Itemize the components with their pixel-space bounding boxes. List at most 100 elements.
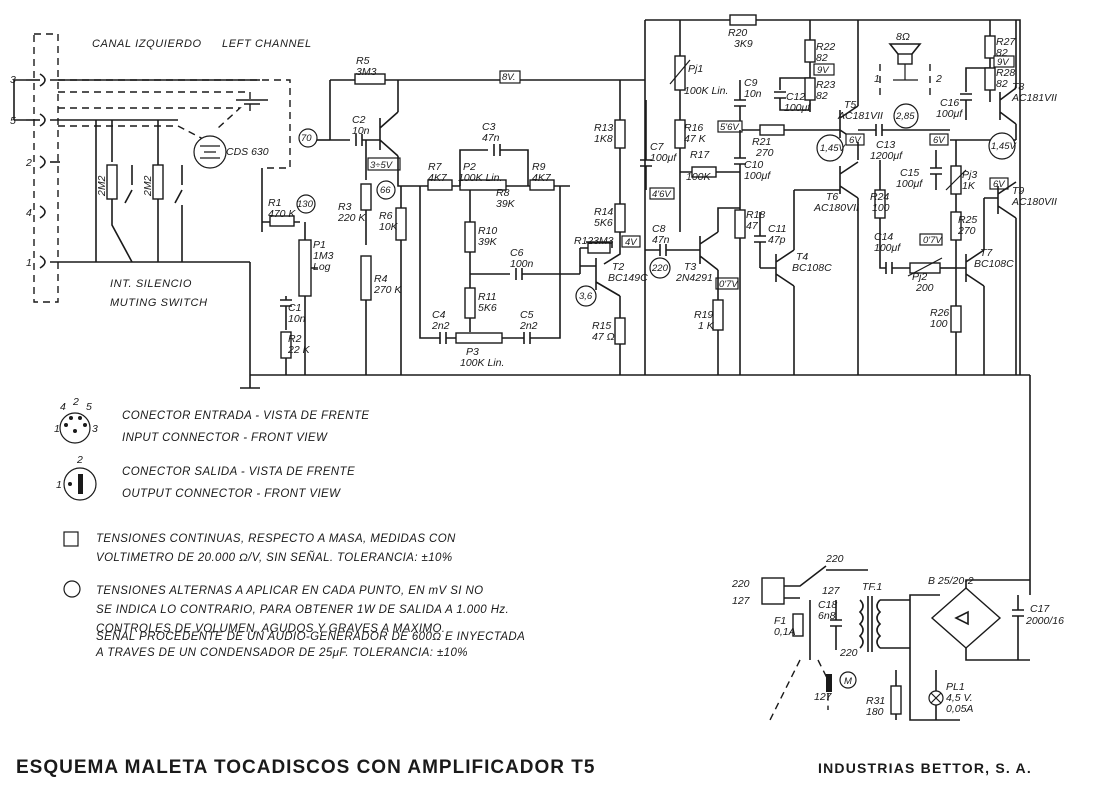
svg-text:P1: P1 (313, 239, 326, 251)
svg-text:AC181VII: AC181VII (1011, 92, 1057, 104)
dc-voltage-5-6v (717, 120, 743, 133)
transistor-t2 (579, 248, 621, 297)
svg-text:BC108C: BC108C (974, 258, 1014, 270)
svg-text:100K: 100K (686, 171, 712, 183)
left-channel-label: LEFT CHANNEL (222, 38, 312, 50)
svg-text:127: 127 (822, 585, 841, 597)
svg-text:R11: R11 (478, 291, 496, 303)
svg-text:2n2: 2n2 (519, 320, 538, 332)
svg-text:3K9: 3K9 (734, 38, 753, 50)
svg-text:47n: 47n (652, 234, 670, 246)
svg-text:R14: R14 (594, 206, 613, 218)
svg-text:R12: R12 (574, 235, 593, 247)
ac-signal-220 (649, 257, 671, 279)
svg-text:4V: 4V (625, 237, 638, 248)
resistor-r4 (360, 255, 372, 301)
svg-text:CONECTOR ENTRADA - VISTA DE FR: CONECTOR ENTRADA - VISTA DE FRENTE (122, 410, 369, 422)
input-pin-1 (39, 255, 96, 269)
svg-text:6V: 6V (849, 135, 862, 146)
resistor-r7 (427, 179, 453, 191)
svg-text:R7: R7 (428, 161, 443, 173)
preamp-stage: 8V. R5 3M3 C2 10n 70 3÷5V R1 470 K 130 P… (261, 55, 648, 375)
svg-text:R10: R10 (478, 225, 497, 237)
input-wires (95, 120, 113, 262)
capacitor-c18 (830, 600, 842, 650)
transistor-t7 (956, 198, 985, 375)
pin-label-4: 4 (26, 207, 32, 219)
svg-text:5'6V: 5'6V (720, 122, 740, 133)
svg-text:6n8: 6n8 (818, 610, 836, 622)
svg-text:270 K: 270 K (373, 284, 402, 296)
svg-text:9V: 9V (997, 57, 1010, 68)
muting-switch-a (124, 189, 133, 204)
svg-text:3M3: 3M3 (593, 235, 614, 247)
svg-text:2N4291: 2N4291 (675, 272, 713, 284)
svg-text:39K: 39K (478, 236, 498, 248)
svg-text:4: 4 (60, 401, 66, 413)
svg-text:T9: T9 (1012, 185, 1024, 197)
page-title: ESQUEMA MALETA TOCADISCOS CON AMPLIFICAD… (16, 757, 596, 778)
svg-text:AC180VII: AC180VII (1011, 196, 1057, 208)
transistor-t3 (699, 207, 740, 271)
canal-izquierdo-label: CANAL IZQUIERDO (92, 38, 202, 50)
ground-symbol (240, 375, 260, 389)
svg-text:0'7V: 0'7V (923, 235, 943, 246)
svg-text:Pj3: Pj3 (962, 169, 977, 181)
capacitor-c2 (330, 134, 380, 146)
svg-text:R2: R2 (288, 333, 302, 345)
svg-text:T7: T7 (980, 247, 993, 259)
svg-text:220: 220 (651, 263, 669, 274)
svg-text:1 K: 1 K (698, 320, 715, 332)
resistor-r3 (360, 183, 372, 211)
svg-text:R20: R20 (728, 27, 747, 39)
input-connector-icon (59, 412, 91, 444)
svg-text:BC149C: BC149C (608, 272, 648, 284)
svg-text:P3: P3 (466, 346, 479, 358)
svg-text:R5: R5 (356, 55, 370, 67)
svg-text:R22: R22 (816, 41, 835, 53)
pin-label-2: 2 (25, 157, 32, 169)
fuse-f1 (792, 613, 804, 637)
svg-text:2: 2 (935, 73, 942, 85)
potentiometer-p1 (298, 239, 312, 297)
pin-label-1: 1 (26, 257, 32, 269)
svg-text:P2: P2 (463, 161, 476, 173)
power-amp-stage: R20 3K9 Pj1 100K Lin. R16 47 K R17 100K … (640, 14, 1057, 375)
resistor-r20 (729, 14, 757, 26)
capacitor-c13 (858, 124, 950, 136)
svg-text:1K8: 1K8 (594, 133, 613, 145)
svg-text:R21: R21 (752, 136, 771, 148)
capacitor-c10 (734, 130, 746, 210)
svg-text:C17: C17 (1030, 603, 1050, 615)
capacitor-c6 (469, 252, 580, 288)
svg-text:R27: R27 (996, 36, 1016, 48)
svg-text:INPUT CONNECTOR - FRONT VIEW: INPUT CONNECTOR - FRONT VIEW (122, 432, 328, 444)
svg-text:270: 270 (957, 225, 976, 237)
svg-text:R4: R4 (374, 273, 388, 285)
resistor-r31 (890, 685, 902, 715)
svg-text:C6: C6 (510, 247, 524, 259)
svg-text:82: 82 (816, 90, 828, 102)
svg-text:T2: T2 (612, 261, 624, 273)
svg-text:R26: R26 (930, 307, 949, 319)
capacitor-c11 (754, 212, 766, 268)
svg-text:C3: C3 (482, 121, 496, 133)
capacitor-c1 (280, 296, 292, 330)
svg-text:5: 5 (86, 401, 92, 413)
svg-text:10n: 10n (744, 88, 762, 100)
svg-text:4,5 V.: 4,5 V. (946, 692, 973, 704)
svg-text:100μf: 100μf (936, 108, 963, 120)
svg-text:47n: 47n (482, 132, 500, 144)
svg-text:220: 220 (825, 553, 844, 565)
svg-text:127: 127 (732, 595, 751, 607)
svg-text:1,45V: 1,45V (820, 143, 846, 154)
input-pin-5 (26, 113, 178, 127)
svg-text:10n: 10n (352, 125, 370, 137)
svg-text:PL1: PL1 (946, 681, 965, 693)
svg-text:2n2: 2n2 (431, 320, 450, 332)
svg-text:AC181VII: AC181VII (837, 110, 883, 122)
svg-text:47p: 47p (768, 234, 786, 246)
motor-icon (839, 671, 857, 689)
resistor-r18 (734, 209, 746, 239)
